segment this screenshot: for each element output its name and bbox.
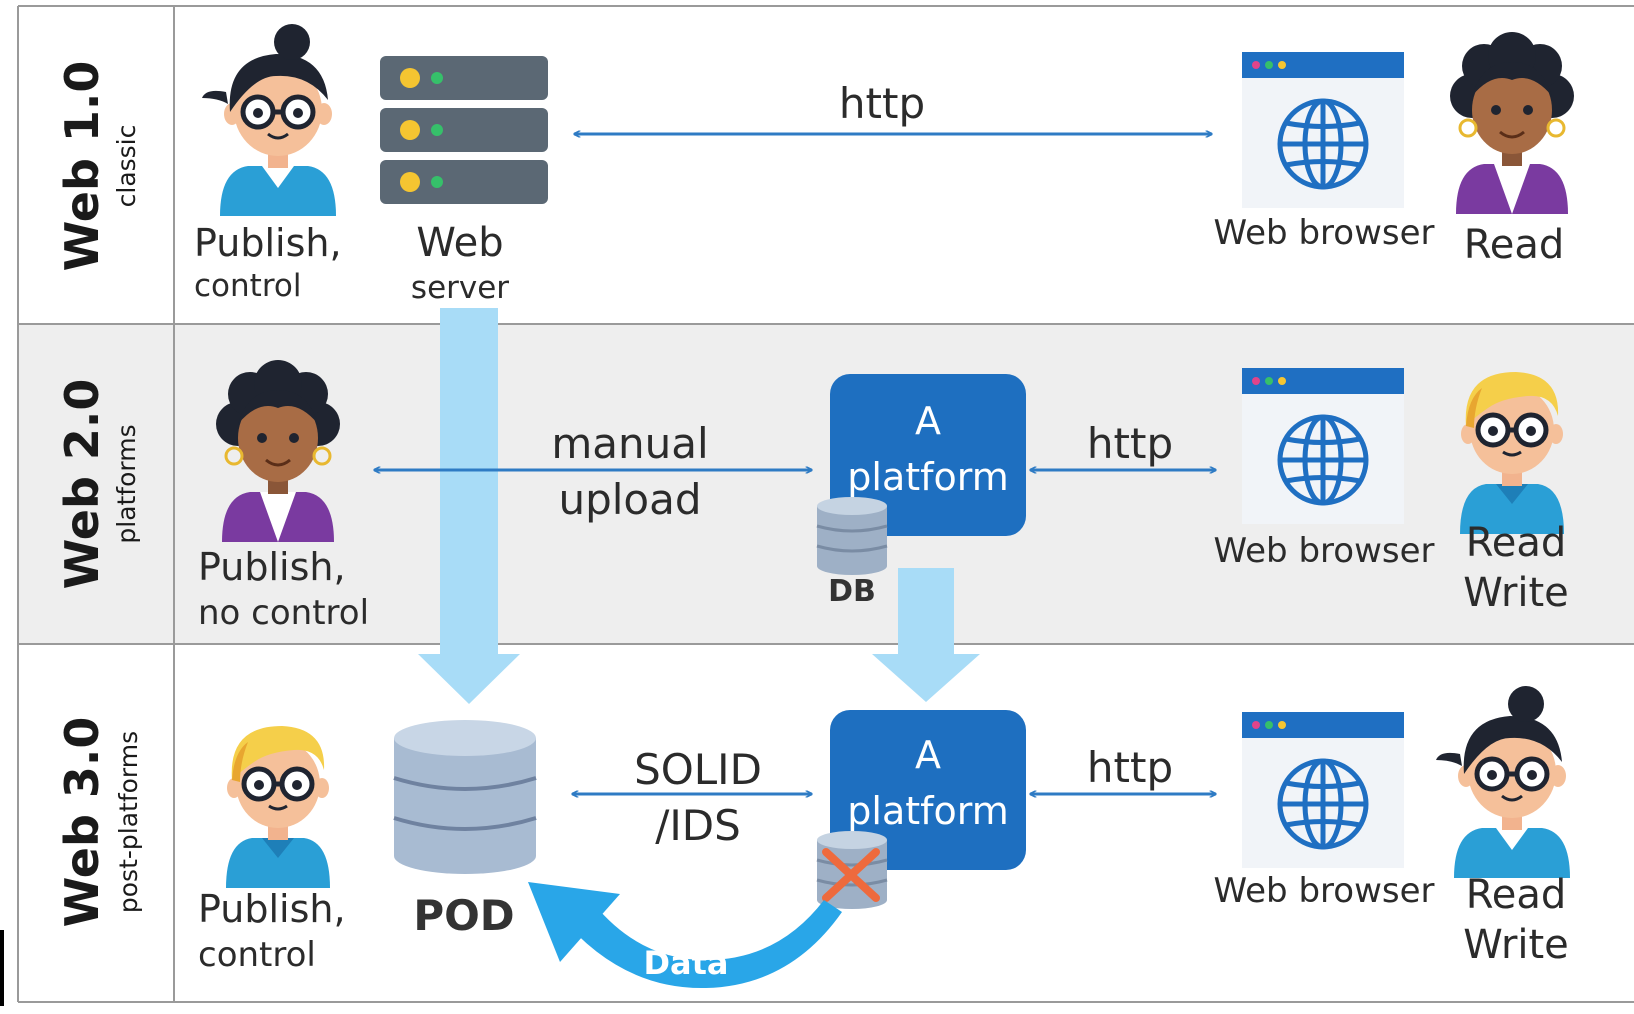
row-web1: Publish, control Web server http Web bro… bbox=[194, 24, 1576, 306]
browser-label: Web browser bbox=[1214, 531, 1435, 571]
web-browser-icon bbox=[1242, 368, 1404, 524]
close-icon bbox=[822, 848, 880, 902]
platform-label-line1: A bbox=[915, 399, 941, 443]
row-title: Web 3.0 bbox=[55, 717, 109, 928]
reader-label-line1: Read bbox=[1466, 520, 1567, 566]
http-label: http bbox=[839, 79, 925, 128]
web-browser-icon bbox=[1242, 52, 1404, 208]
publisher-label-line2: no control bbox=[198, 593, 369, 633]
data-return-arrow bbox=[528, 882, 842, 989]
reader-label-line2: Write bbox=[1463, 570, 1569, 616]
platform-label-line1: A bbox=[915, 733, 941, 777]
reader-label-line1: Read bbox=[1466, 872, 1567, 918]
upload-label-line1: manual bbox=[551, 419, 708, 468]
publisher-label-line1: Publish, bbox=[198, 887, 346, 931]
publisher-label-line2: control bbox=[198, 935, 316, 975]
server-label-line1: Web bbox=[416, 220, 503, 266]
protocol-label-line2: /IDS bbox=[655, 801, 741, 850]
row-label-web1: Web 1.0 classic bbox=[55, 61, 141, 272]
publisher-label-line2: control bbox=[194, 268, 301, 304]
reader-label-line1: Read bbox=[1464, 222, 1565, 268]
upload-label-line2: upload bbox=[558, 475, 701, 524]
platform-box: A platform bbox=[830, 374, 1026, 536]
platform-label-line2: platform bbox=[847, 455, 1008, 499]
server-label-line2: server bbox=[411, 270, 509, 306]
row-subtitle: platforms bbox=[112, 424, 141, 543]
row-subtitle: post-platforms bbox=[114, 731, 143, 913]
row-label-web3: Web 3.0 post-platforms bbox=[55, 717, 143, 928]
reader-label-line2: Write bbox=[1463, 922, 1569, 968]
row-label-web2: Web 2.0 platforms bbox=[55, 379, 141, 590]
browser-label: Web browser bbox=[1214, 871, 1435, 911]
data-label: Data bbox=[643, 944, 728, 982]
database-icon bbox=[815, 495, 889, 577]
migration-arrow-platform-down bbox=[872, 568, 980, 702]
pod-database-icon bbox=[393, 720, 537, 874]
row-web2: Publish, no control manual upload A plat… bbox=[198, 358, 1569, 633]
platform-box: A platform bbox=[830, 710, 1026, 870]
row-title: Web 2.0 bbox=[55, 379, 109, 590]
db-label: DB bbox=[828, 574, 876, 609]
http-label: http bbox=[1087, 743, 1173, 792]
publisher-label-line1: Publish, bbox=[198, 545, 346, 589]
web-server-icon bbox=[380, 56, 548, 204]
browser-label: Web browser bbox=[1214, 213, 1435, 253]
migration-arrow-server-to-pod bbox=[418, 308, 520, 704]
row-subtitle: classic bbox=[112, 125, 141, 208]
pod-label: POD bbox=[413, 891, 514, 940]
http-label: http bbox=[1087, 419, 1173, 468]
row-title: Web 1.0 bbox=[55, 61, 109, 272]
platform-label-line2: platform bbox=[847, 789, 1008, 833]
web-browser-icon bbox=[1242, 712, 1404, 868]
row-web3: Publish, control POD SOLID /IDS A platfo… bbox=[198, 686, 1570, 989]
publisher-label-line1: Publish, bbox=[194, 221, 342, 265]
protocol-label-line1: SOLID bbox=[634, 745, 762, 794]
